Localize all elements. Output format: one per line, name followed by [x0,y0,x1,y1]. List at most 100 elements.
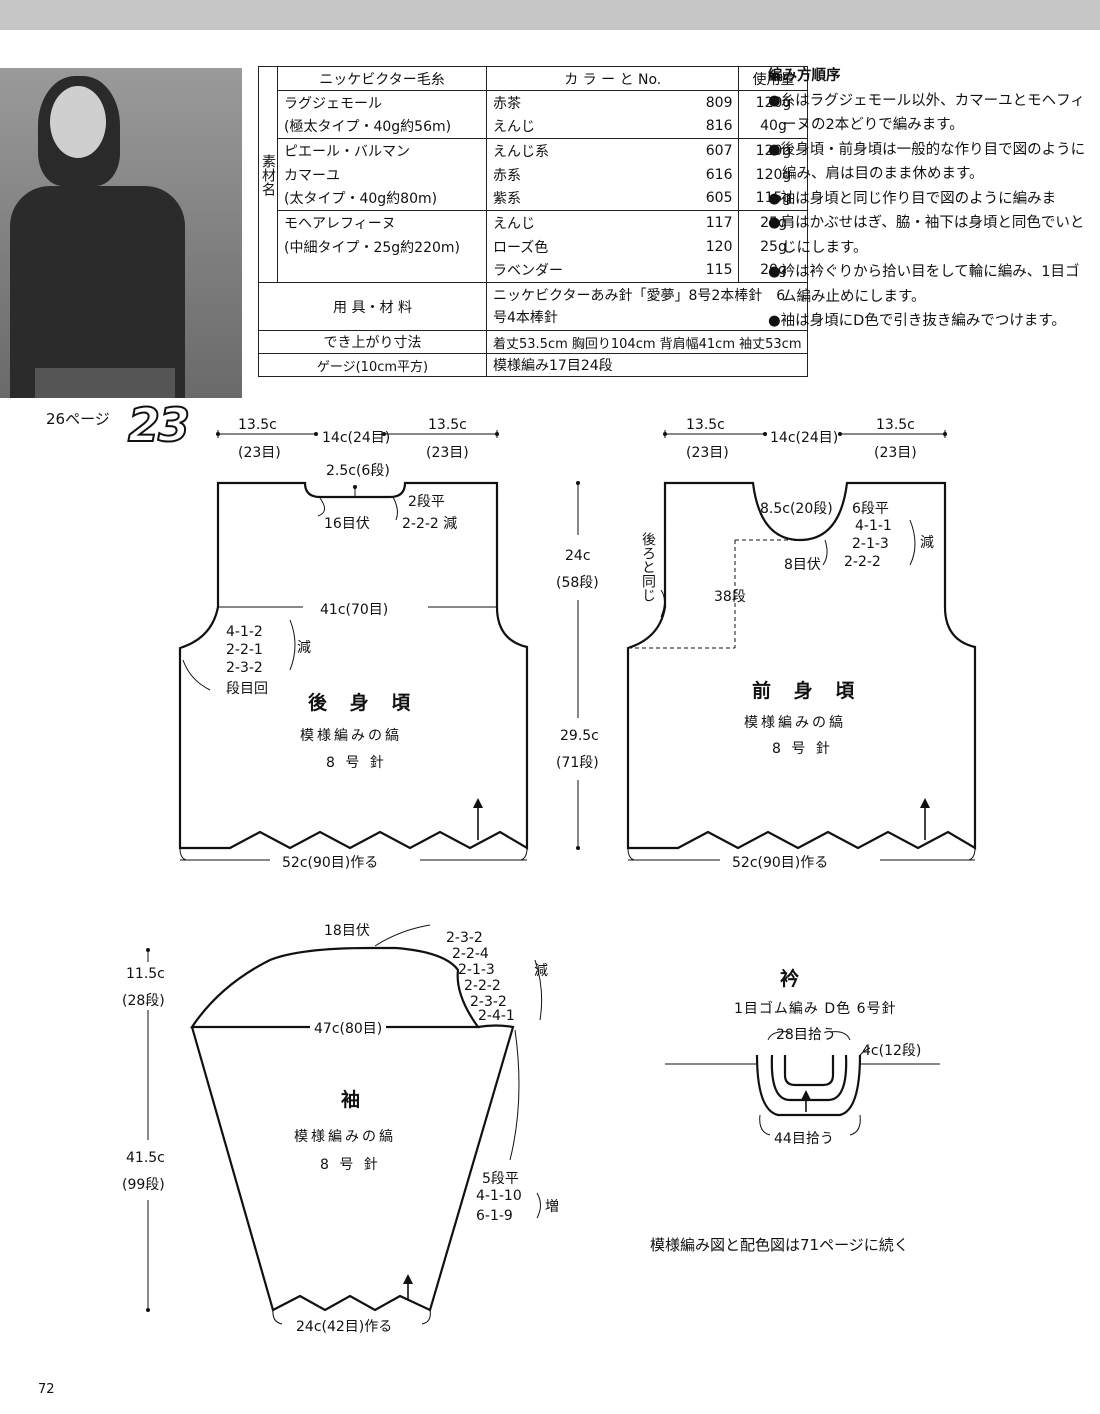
back-pattern: 模様編みの縞 [300,728,402,744]
back-dec-mark: 減 [297,640,311,656]
front-title: 前 身 頃 [752,680,863,702]
color-amount: 120g [738,90,809,115]
gauge-label: ゲージ(10cm平方) [258,353,487,377]
tools-value: ニッケビクターあみ針「愛夢」8号2本棒針 6 号4本棒針 [485,282,809,331]
model-photo [0,68,242,398]
color-name: 赤茶 [485,90,658,115]
back-cast-on: 52c(90目)作る [278,852,383,872]
sleeve-pattern: 模様編みの縞 [294,1129,396,1145]
tools-line: ニッケビクターあみ針「愛夢」8号2本棒針 6 [493,287,786,304]
back-lower-rows: (71段) [556,755,599,771]
pattern-number: 23 [127,397,191,453]
collar-title: 衿 [780,968,808,990]
front-neck-dec: 2-2-2 [844,554,881,570]
back-upper-len: 24c [565,548,591,564]
front-top-right: 13.5c [876,417,915,433]
front-neck-depth: 8.5c(20段) [760,501,833,517]
front-neck-dec: 4-1-1 [855,518,892,534]
front-neck-flat: 6段平 [852,501,889,517]
sleeve-inc: 6-1-9 [476,1208,513,1224]
front-pattern: 模様編みの縞 [744,715,846,731]
continuation-note: 模様編み図と配色図は71ページに続く [650,1236,909,1254]
back-body-outline [178,481,529,850]
page-number: 72 [38,1382,55,1397]
front-dec-mark: 減 [920,535,934,551]
sleeve-inc-flat: 5段平 [482,1171,519,1187]
color-no: 607 [657,138,740,163]
color-name: ローズ色 [485,234,658,259]
yarn-spec: (太タイプ・40g約80m) [277,186,487,211]
sleeve-dec-mark: 減 [534,963,548,979]
sleeve-cap-dec: 2-2-4 [452,946,489,962]
gauge-value: 模様編み17目24段 [485,353,809,377]
front-rows-38: 38段 [714,589,746,605]
step-item: ●糸はラグジェモール以外、カマーユとモヘフィーヌの2本どりで編みます。 [768,92,1085,134]
front-cast-on: 52c(90目)作る [728,852,833,872]
sleeve-cap-dec: 2-3-2 [470,994,507,1010]
back-title: 後 身 頃 [308,692,419,714]
back-neck-bind: 16目伏 [324,516,370,532]
sleeve-cap-dec: 2-1-3 [458,962,495,978]
yarn-name: モヘアレフィーヌ [277,210,487,235]
sleeve-width: 47c(80目) [310,1018,387,1038]
color-amount: 25g [738,234,809,259]
front-neck-bind: 8目伏 [784,557,821,573]
top-bar [0,0,1100,30]
yarn-name: ラグジェモール [277,90,487,115]
back-top-mid: 14c(24目) [322,430,391,446]
knitting-steps: 編み方順序 ●糸はラグジェモール以外、カマーユとモヘフィーヌの2本どりで編みます… [768,64,1088,334]
back-top-left-sts: (23目) [238,445,281,461]
back-top-right-sts: (23目) [426,445,469,461]
back-arm-dec: 2-3-2 [226,660,263,676]
step-item: ●衿は衿ぐりから拾い目をして輪に編み、1目ゴム編み止めにします。 [768,264,1080,305]
sleeve-cap-len: 11.5c [126,966,165,982]
front-top-left-sts: (23目) [686,445,729,461]
step-item: ●袖は身頃と同じ作り目で図のように編みま [768,190,1057,207]
back-arm-bind: 段目回 [226,681,268,697]
collar-pick-bottom: 44目拾う [770,1128,838,1148]
sleeve-body-len: 41.5c [126,1150,165,1166]
yarn-name: カマーユ [277,162,487,187]
sleeve-needle: 8 号 針 [320,1157,381,1173]
color-name: えんじ系 [485,138,658,163]
back-neck-flat: 2段平 [408,494,445,510]
back-upper-rows: (58段) [556,575,599,591]
front-top-right-sts: (23目) [874,445,917,461]
sleeve-outline [189,946,481,1029]
back-arm-dec: 4-1-2 [226,624,263,640]
collar-subtitle: 1目ゴム編み D色 6号針 [734,1001,897,1017]
front-needle: 8 号 針 [772,741,833,757]
sleeve-body-rows: (99段) [122,1177,165,1193]
front-top-left: 13.5c [686,417,725,433]
color-no: 809 [657,90,740,115]
sleeve-cap-rows: (28段) [122,993,165,1009]
back-lower-len: 29.5c [560,728,599,744]
back-width: 41c(70目) [316,599,393,619]
color-no: 117 [657,210,740,235]
back-top-left: 13.5c [238,417,277,433]
front-top-mid: 14c(24目) [770,430,839,446]
materials-table: 素材名 ニッケビクター毛糸 カ ラ ー と No. 使用量 ラグジェモール 赤茶… [258,66,809,377]
yarn-name: ピエール・バルマン [277,138,487,163]
size-label: でき上がり寸法 [258,330,487,354]
sleeve-cap-dec: 2-3-2 [446,930,483,946]
collar-height: 4c(12段) [862,1043,922,1059]
color-name: 赤系 [485,162,658,187]
back-neck-depth: 2.5c(6段) [326,463,390,479]
sleeve-title: 袖 [341,1089,369,1111]
sleeve-cast-on: 24c(42目)作る [292,1316,397,1336]
color-amount: 25g [738,210,809,235]
collar-pick-top: 28目拾う [776,1027,836,1043]
color-amount: 40g [738,114,809,139]
collar-outline [755,1054,862,1117]
sleeve-inc-mark: 増 [545,1199,559,1215]
sleeve-top-bind: 18目伏 [324,923,370,939]
back-top-right: 13.5c [428,417,467,433]
tools-label: 用 具・材 料 [258,282,487,331]
color-amount: 120g [738,162,809,187]
sleeve-cap-dec: 2-2-2 [464,978,501,994]
tools-line: 号4本棒針 [493,309,558,326]
color-amount: 120g [738,138,809,163]
step-item: ●肩はかぶせはぎ、脇・袖下は身頃と同色でいとじにします。 [768,215,1085,256]
